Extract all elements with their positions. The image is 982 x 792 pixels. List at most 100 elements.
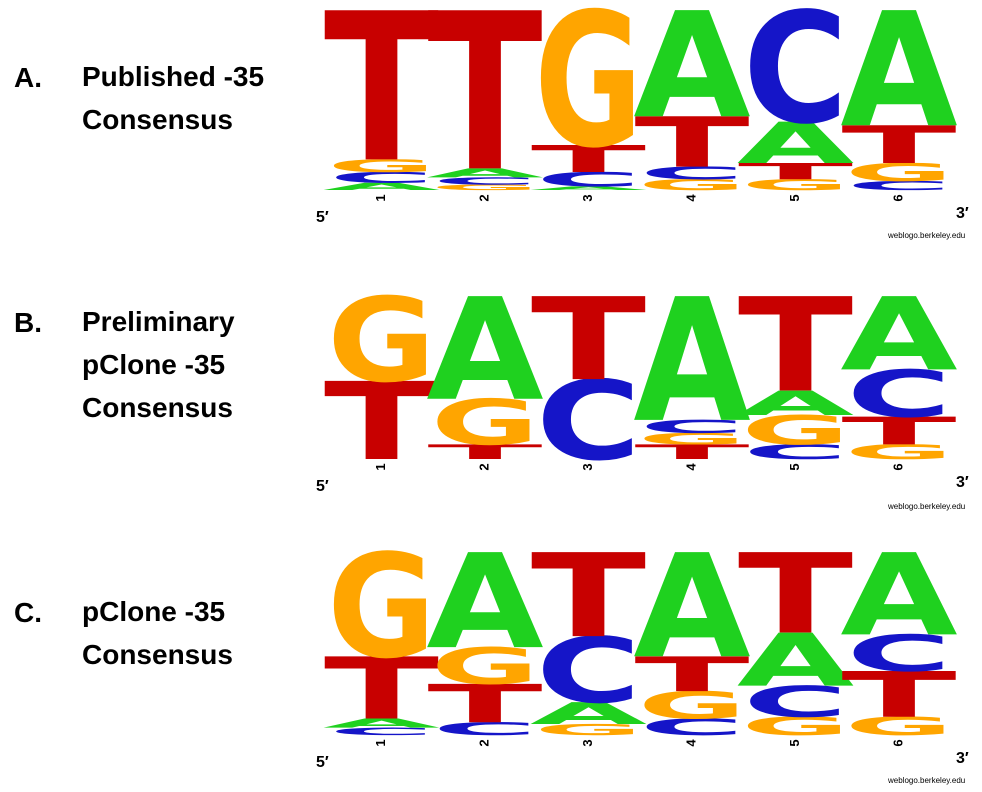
- attribution-text: weblogo.berkeley.edu: [888, 502, 966, 511]
- logo-letter-T: T: [427, 674, 542, 735]
- logo-letter-T: T: [531, 530, 646, 664]
- position-number: 4: [683, 739, 698, 747]
- logo-letter-A: A: [840, 277, 957, 393]
- logo-letter-T: T: [427, 440, 542, 463]
- logo-letter-A: A: [323, 181, 440, 192]
- position-number: 3: [580, 463, 595, 470]
- logo-letter-A: A: [737, 619, 854, 703]
- logo-letter-C: C: [847, 625, 952, 683]
- logo-letter-C: C: [640, 416, 745, 437]
- logo-letter-G: G: [845, 712, 953, 741]
- five-prime-label: 5′: [316, 754, 329, 771]
- position-number: 1: [373, 194, 388, 201]
- logo-letter-G: G: [327, 156, 435, 176]
- three-prime-label: 3′: [956, 750, 969, 767]
- logo-letter-T: T: [841, 115, 956, 175]
- three-prime-label: 3′: [956, 474, 969, 491]
- logo-letter-G: G: [534, 0, 642, 189]
- logo-letter-T: T: [634, 647, 749, 702]
- logo-letter-A: A: [323, 716, 440, 731]
- logo-letter-C: C: [743, 677, 848, 727]
- logo-letter-C: C: [433, 175, 538, 186]
- logo-letter-G: G: [327, 524, 435, 690]
- logo-letter-A: A: [633, 263, 750, 460]
- logo-letter-A: A: [840, 530, 957, 661]
- logo-letter-G: G: [845, 440, 953, 463]
- title-line: Consensus: [82, 639, 233, 670]
- logo-letter-G: G: [431, 183, 539, 192]
- position-number: 6: [890, 194, 905, 201]
- logo-letter-G: G: [638, 684, 746, 728]
- logo-letter-T: T: [324, 360, 439, 484]
- logo-letter-C: C: [847, 357, 952, 432]
- logo-letter-C: C: [743, 441, 848, 464]
- panel-label: C.: [14, 597, 42, 628]
- logo-letter-C: C: [743, 0, 848, 158]
- logo-letter-G: G: [845, 158, 953, 187]
- title-line: Published -35: [82, 61, 265, 92]
- logo-letter-C: C: [536, 168, 641, 191]
- logo-letter-G: G: [638, 176, 746, 193]
- panel-title: Preliminary pClone -35 Consensus: [82, 300, 235, 429]
- logo-letter-T: T: [841, 659, 956, 732]
- logo-letter-G: G: [741, 407, 849, 454]
- position-number: 5: [787, 194, 802, 201]
- logo-letter-G: G: [327, 274, 435, 408]
- logo-letter-T: T: [841, 409, 956, 453]
- position-number: 1: [373, 463, 388, 470]
- logo-letter-A: A: [633, 0, 750, 151]
- logo-letter-A: A: [426, 166, 543, 180]
- attribution-text: weblogo.berkeley.edu: [888, 231, 966, 240]
- position-number: 3: [580, 194, 595, 201]
- logo-letter-T: T: [738, 530, 853, 658]
- logo-letter-C: C: [640, 163, 745, 183]
- logo-letter-C: C: [536, 358, 641, 485]
- attribution-text: weblogo.berkeley.edu: [888, 776, 966, 785]
- logo-letter-T: T: [634, 440, 749, 463]
- position-number: 3: [580, 739, 595, 746]
- position-number: 2: [476, 194, 491, 201]
- position-number: 2: [476, 463, 491, 470]
- logo-letter-T: T: [531, 273, 646, 406]
- title-line: Preliminary: [82, 306, 235, 337]
- logo-letter-T: T: [531, 138, 646, 181]
- position-number: 4: [683, 463, 698, 471]
- logo-letter-G: G: [741, 712, 849, 741]
- position-number: 5: [787, 739, 802, 746]
- title-line: Consensus: [82, 392, 233, 423]
- logo-letter-A: A: [737, 110, 854, 176]
- logo-letter-G: G: [431, 637, 539, 696]
- logo-letter-C: C: [640, 714, 745, 740]
- logo-letter-C: C: [329, 726, 434, 738]
- logo-letter-C: C: [536, 619, 641, 724]
- logo-letter-G: G: [534, 721, 642, 738]
- position-number: 6: [890, 463, 905, 470]
- logo-letter-G: G: [638, 430, 746, 448]
- logo-letter-T: T: [634, 103, 749, 183]
- logo-letter-A: A: [426, 269, 543, 433]
- logo-letter-C: C: [433, 719, 538, 739]
- logo-letter-A: A: [530, 185, 647, 191]
- logo-letter-A: A: [426, 527, 543, 678]
- logo-letter-T: T: [427, 0, 542, 220]
- logo-letter-C: C: [847, 179, 952, 193]
- panel-label: B.: [14, 307, 42, 338]
- logo-letter-T: T: [324, 640, 439, 739]
- position-number: 4: [683, 194, 698, 202]
- logo-letter-G: G: [431, 387, 539, 460]
- logo-letter-T: T: [324, 0, 439, 208]
- five-prime-label: 5′: [316, 478, 329, 495]
- position-number: 2: [476, 739, 491, 746]
- five-prime-label: 5′: [316, 209, 329, 226]
- logo-letter-G: G: [741, 176, 849, 193]
- logo-letter-T: T: [738, 271, 853, 422]
- logo-letter-T: T: [738, 159, 853, 185]
- position-number: 5: [787, 463, 802, 470]
- logo-letter-A: A: [737, 384, 854, 423]
- position-number: 6: [890, 739, 905, 746]
